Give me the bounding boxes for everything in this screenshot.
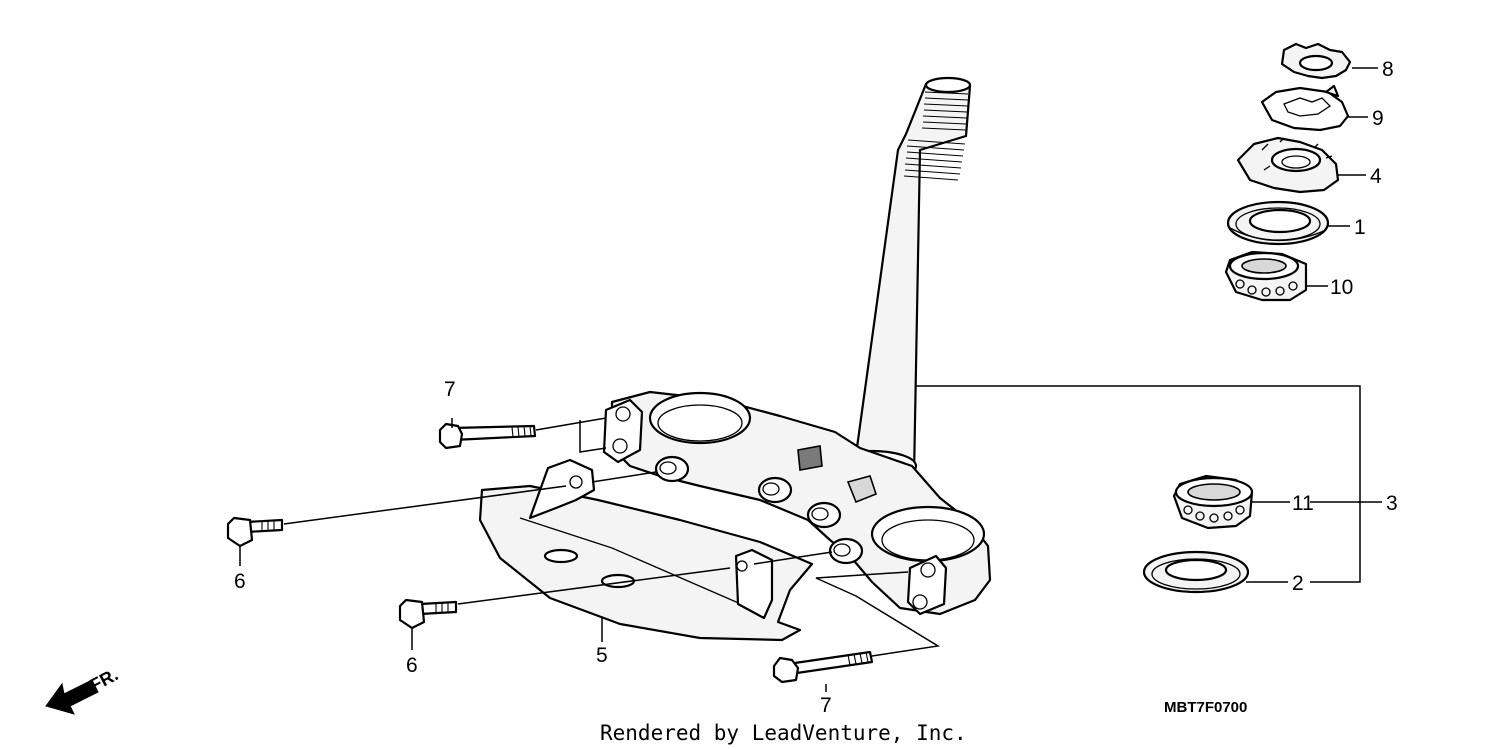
callout-5: 5 <box>596 644 608 667</box>
adjusting-nut-part-4[interactable] <box>1236 136 1340 194</box>
bolt-part-6-left[interactable] <box>226 516 284 548</box>
callout-6-left: 6 <box>234 570 246 593</box>
bolt-part-6-lower[interactable] <box>398 598 458 630</box>
render-credit: Rendered by LeadVenture, Inc. <box>600 721 967 745</box>
steering-stem-part-3[interactable] <box>826 76 972 483</box>
bearing-part-10[interactable] <box>1224 250 1308 302</box>
callout-8: 8 <box>1382 58 1394 81</box>
bolt-part-7-lower[interactable] <box>772 650 874 684</box>
bearing-race-part-1[interactable] <box>1226 200 1330 246</box>
lower-bracket <box>602 390 992 616</box>
callout-3: 3 <box>1386 492 1398 515</box>
dust-seal-part-2[interactable] <box>1142 550 1250 594</box>
callout-4: 4 <box>1370 165 1382 188</box>
leader-lines <box>239 67 1382 692</box>
front-arrow-icon <box>45 679 99 715</box>
callout-6-lower: 6 <box>406 654 418 677</box>
bracket-bosses <box>654 455 864 565</box>
callout-7-lower: 7 <box>820 694 832 717</box>
callout-labels: 1 2 3 4 5 6 6 7 7 8 9 10 11 <box>234 58 1398 717</box>
callout-10: 10 <box>1330 276 1353 299</box>
front-direction-indicator: FR. <box>45 664 121 715</box>
bolt-part-7-upper[interactable] <box>438 422 537 450</box>
tab-washer-part-9[interactable] <box>1260 84 1350 132</box>
callout-11: 11 <box>1292 492 1314 515</box>
bearing-part-11[interactable] <box>1172 474 1254 530</box>
lock-washer-part-8[interactable] <box>1280 42 1352 80</box>
callout-7-upper: 7 <box>444 378 456 401</box>
drawing-code: MBT7F0700 <box>1164 699 1247 716</box>
callout-1: 1 <box>1354 216 1366 239</box>
callout-9: 9 <box>1372 107 1384 130</box>
callout-2: 2 <box>1292 572 1304 595</box>
guard-plate-part-5[interactable] <box>478 458 814 642</box>
